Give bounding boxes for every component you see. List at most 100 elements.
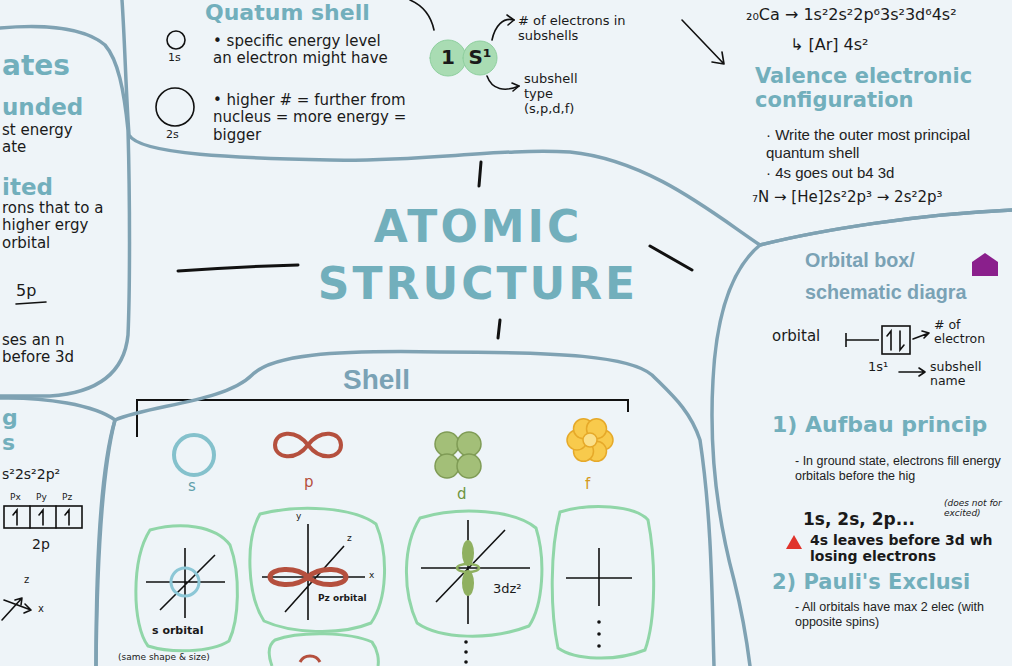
handwritten-note: p	[304, 474, 318, 491]
warning-triangle	[786, 535, 802, 549]
node-outline-path	[0, 27, 130, 396]
sketch-curve	[410, 0, 434, 30]
section-heading: Shell	[343, 358, 453, 403]
f-orbital-frame	[552, 507, 653, 658]
pointer-arrow	[682, 20, 724, 64]
home-icon	[972, 253, 998, 276]
section-heading: Orbital box/ schematic diagra	[805, 245, 1010, 308]
number-bubble: S¹	[463, 41, 497, 75]
handwritten-note: 1s¹	[868, 360, 898, 375]
body-text: · Write the outer most principal quantum…	[766, 126, 1008, 161]
dz2-ring	[457, 564, 479, 572]
handwritten-note: z	[347, 533, 357, 543]
spin-arrow	[13, 510, 69, 525]
handwritten-note: d	[457, 486, 471, 503]
orbital-boxes	[4, 506, 82, 528]
underline	[16, 302, 46, 304]
lobe	[435, 432, 459, 456]
node-outline-path	[122, 0, 1012, 245]
d-orbital-icon	[435, 432, 481, 478]
handwritten-note: # of electron	[934, 318, 1009, 347]
handwritten-note: 4s leaves before 3d wh losing electrons	[810, 532, 1008, 564]
node-outline-path	[463, 41, 497, 75]
hub-stroke	[178, 265, 298, 271]
s-orbital-icon	[174, 435, 214, 475]
f-orbital-icon	[567, 419, 613, 462]
leader-arrow	[899, 368, 925, 376]
f-axes	[566, 548, 632, 606]
lobe	[462, 540, 474, 566]
section-heading: g s	[2, 405, 24, 456]
dot	[464, 640, 468, 644]
dz2-shape	[462, 540, 474, 596]
handwritten-note: S¹	[463, 46, 497, 69]
shell-1s-circle	[167, 31, 185, 49]
dot	[597, 632, 601, 636]
lobe	[462, 570, 474, 596]
handwritten-note: ₂₀Ca → 1s²2s²2p⁶3s²3d⁶4s²	[746, 6, 1008, 24]
handwritten-note: s orbital	[152, 625, 230, 638]
node-outline-path	[136, 526, 238, 651]
handwritten-note: 1s, 2s, 2p...	[803, 510, 941, 530]
handwritten-note: Py	[36, 492, 54, 502]
region-blob: Orbital box/ schematic diagra orbital # of…	[705, 208, 1012, 666]
node-outline-path	[712, 210, 1012, 666]
handwritten-note: ses an n before 3d	[2, 332, 102, 367]
section-heading: Quatum shell	[205, 0, 405, 25]
handwritten-note: orbital	[772, 328, 842, 345]
handwritten-note: subshell type (s,p,d,f)	[524, 72, 599, 117]
s-axes	[146, 548, 225, 618]
handwritten-note: (same shape & size)	[118, 652, 230, 662]
lobe	[457, 454, 481, 478]
number-bubble: 1	[430, 40, 466, 76]
handwritten-note: s²2s²2p²	[2, 466, 92, 482]
p-axes	[262, 524, 365, 620]
handwritten-note: • specific energy level an electron migh…	[213, 33, 398, 68]
section-heading: ates	[2, 50, 122, 82]
handwritten-note: 5p	[16, 282, 56, 300]
s-orbital-shape	[171, 568, 199, 596]
handwritten-note: ₇N → [He]2s²2p³ → 2s²2p³	[752, 189, 1007, 206]
handwritten-note: Pz	[62, 492, 80, 502]
leader-line	[846, 333, 879, 347]
handwritten-note: subshell name	[930, 360, 1010, 389]
region-blob: Shellspdf(same shape & size)s orbitalyzx…	[90, 345, 720, 666]
handwritten-note: Px	[10, 492, 28, 502]
hub-stroke	[498, 320, 500, 338]
node-outline-path	[406, 511, 541, 636]
node-outline-path	[430, 40, 466, 76]
orbital-box	[882, 326, 910, 354]
handwritten-note: rons that to a higher ergy orbital	[2, 200, 114, 252]
arrow-head	[507, 15, 514, 25]
dot	[597, 644, 601, 648]
leader-arrow	[913, 331, 929, 339]
arrow-head	[512, 83, 519, 91]
lobe	[457, 432, 481, 456]
ellipsis-dots	[464, 620, 601, 664]
body-text: · 4s goes out b4 3d	[766, 164, 986, 182]
p-orbital-frame	[269, 634, 378, 666]
dot	[464, 660, 468, 664]
node-outline	[398, 504, 550, 644]
handwritten-note: s	[188, 478, 202, 495]
axis-arrow	[4, 600, 31, 613]
d-axes	[421, 520, 530, 624]
region-blob: atesundedst energy ateitedrons that to a…	[0, 0, 135, 400]
node-outline-path	[250, 508, 385, 631]
p-orbital-shape	[300, 656, 320, 662]
handwritten-note: 1s	[168, 52, 192, 65]
axis-arrow	[2, 598, 22, 620]
dot	[597, 620, 601, 624]
handwritten-note: st energy ate	[2, 122, 92, 157]
leader-arrow	[487, 76, 519, 89]
section-heading: 1) Aufbau princip	[772, 412, 1008, 437]
section-heading: 2) Pauli's Exclusi	[772, 570, 1008, 594]
lobe	[435, 454, 459, 478]
body-text: - All orbitals have max 2 elec (with opp…	[795, 600, 1009, 630]
handwritten-note: (does not for excited)	[944, 498, 1008, 519]
handwritten-note: y	[296, 511, 306, 521]
handwritten-note: 1	[430, 46, 466, 69]
petal-center	[583, 433, 597, 447]
hub-stroke	[479, 162, 481, 186]
node-outline-path	[96, 352, 714, 666]
